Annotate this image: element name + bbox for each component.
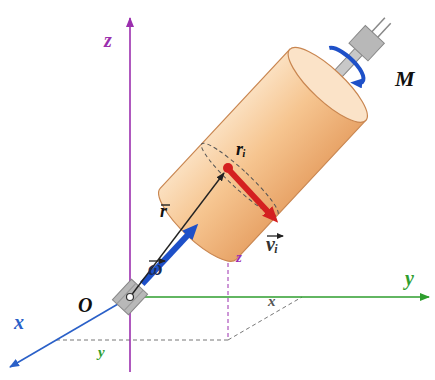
radius-label: rᵢ: [236, 140, 246, 158]
coordinate-label: y: [98, 345, 105, 360]
moment-label: M: [395, 68, 415, 90]
axis-label: y: [405, 268, 414, 288]
coordinate-label: z: [236, 250, 242, 265]
axis-label: z: [104, 30, 112, 50]
coordinate-label: x: [268, 294, 276, 309]
position-vector-label: r: [160, 202, 167, 220]
velocity-label: vᵢ: [266, 234, 278, 254]
angular-velocity-label: ω: [148, 258, 162, 278]
axis-label: x: [14, 312, 24, 332]
origin-label: O: [78, 295, 92, 315]
